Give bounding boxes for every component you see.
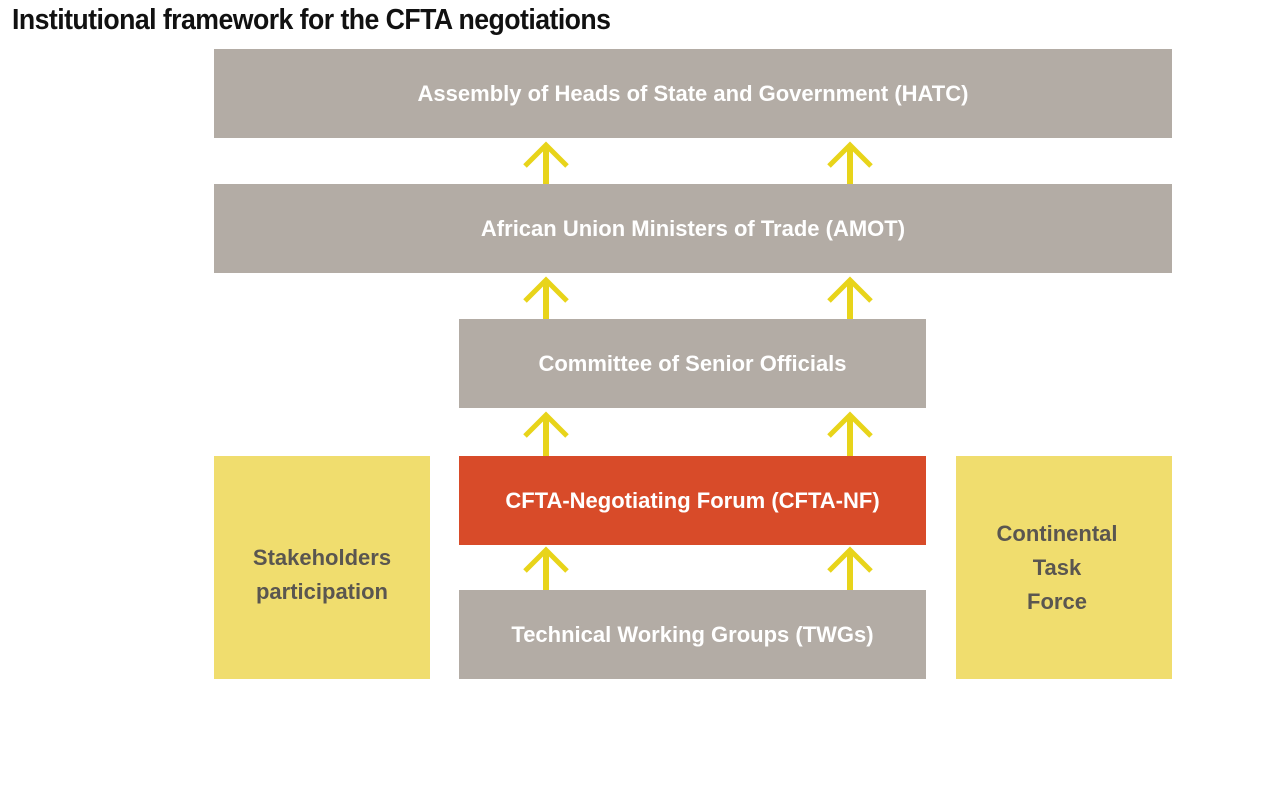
amot-label: African Union Ministers of Trade (AMOT) — [480, 215, 906, 241]
up-arrow-icon — [826, 275, 874, 321]
cfta-nf-label: CFTA-Negotiating Forum (CFTA-NF) — [505, 487, 880, 513]
diagram-title: Institutional framework for the CFTA neg… — [12, 4, 611, 36]
stakeholders-line: participation — [255, 578, 388, 604]
task-force-box: Continental Task Force — [956, 456, 1172, 679]
twgs-box: Technical Working Groups (TWGs) — [459, 590, 926, 679]
up-arrow-icon — [826, 410, 874, 456]
up-arrow-icon — [522, 140, 570, 186]
task-force-label: Continental Task Force — [997, 517, 1118, 619]
up-arrow-icon — [522, 545, 570, 591]
up-arrow-icon — [522, 275, 570, 321]
up-arrow-icon — [826, 545, 874, 591]
twgs-label: Technical Working Groups (TWGs) — [511, 621, 874, 647]
stakeholders-label: Stakeholders participation — [253, 541, 391, 609]
cfta-nf-box: CFTA-Negotiating Forum (CFTA-NF) — [459, 456, 926, 545]
hatc-box: Assembly of Heads of State and Governmen… — [214, 49, 1172, 138]
senior-officials-box: Committee of Senior Officials — [459, 319, 926, 408]
stakeholders-box: Stakeholders participation — [214, 456, 430, 679]
stakeholders-line: Stakeholders — [252, 544, 392, 570]
hatc-label: Assembly of Heads of State and Governmen… — [417, 80, 969, 106]
up-arrow-icon — [826, 140, 874, 186]
task-force-line: Force — [1027, 588, 1087, 614]
up-arrow-icon — [522, 410, 570, 456]
task-force-line: Task — [1032, 554, 1082, 580]
task-force-line: Continental — [996, 520, 1118, 546]
senior-officials-label: Committee of Senior Officials — [538, 350, 847, 376]
amot-box: African Union Ministers of Trade (AMOT) — [214, 184, 1172, 273]
